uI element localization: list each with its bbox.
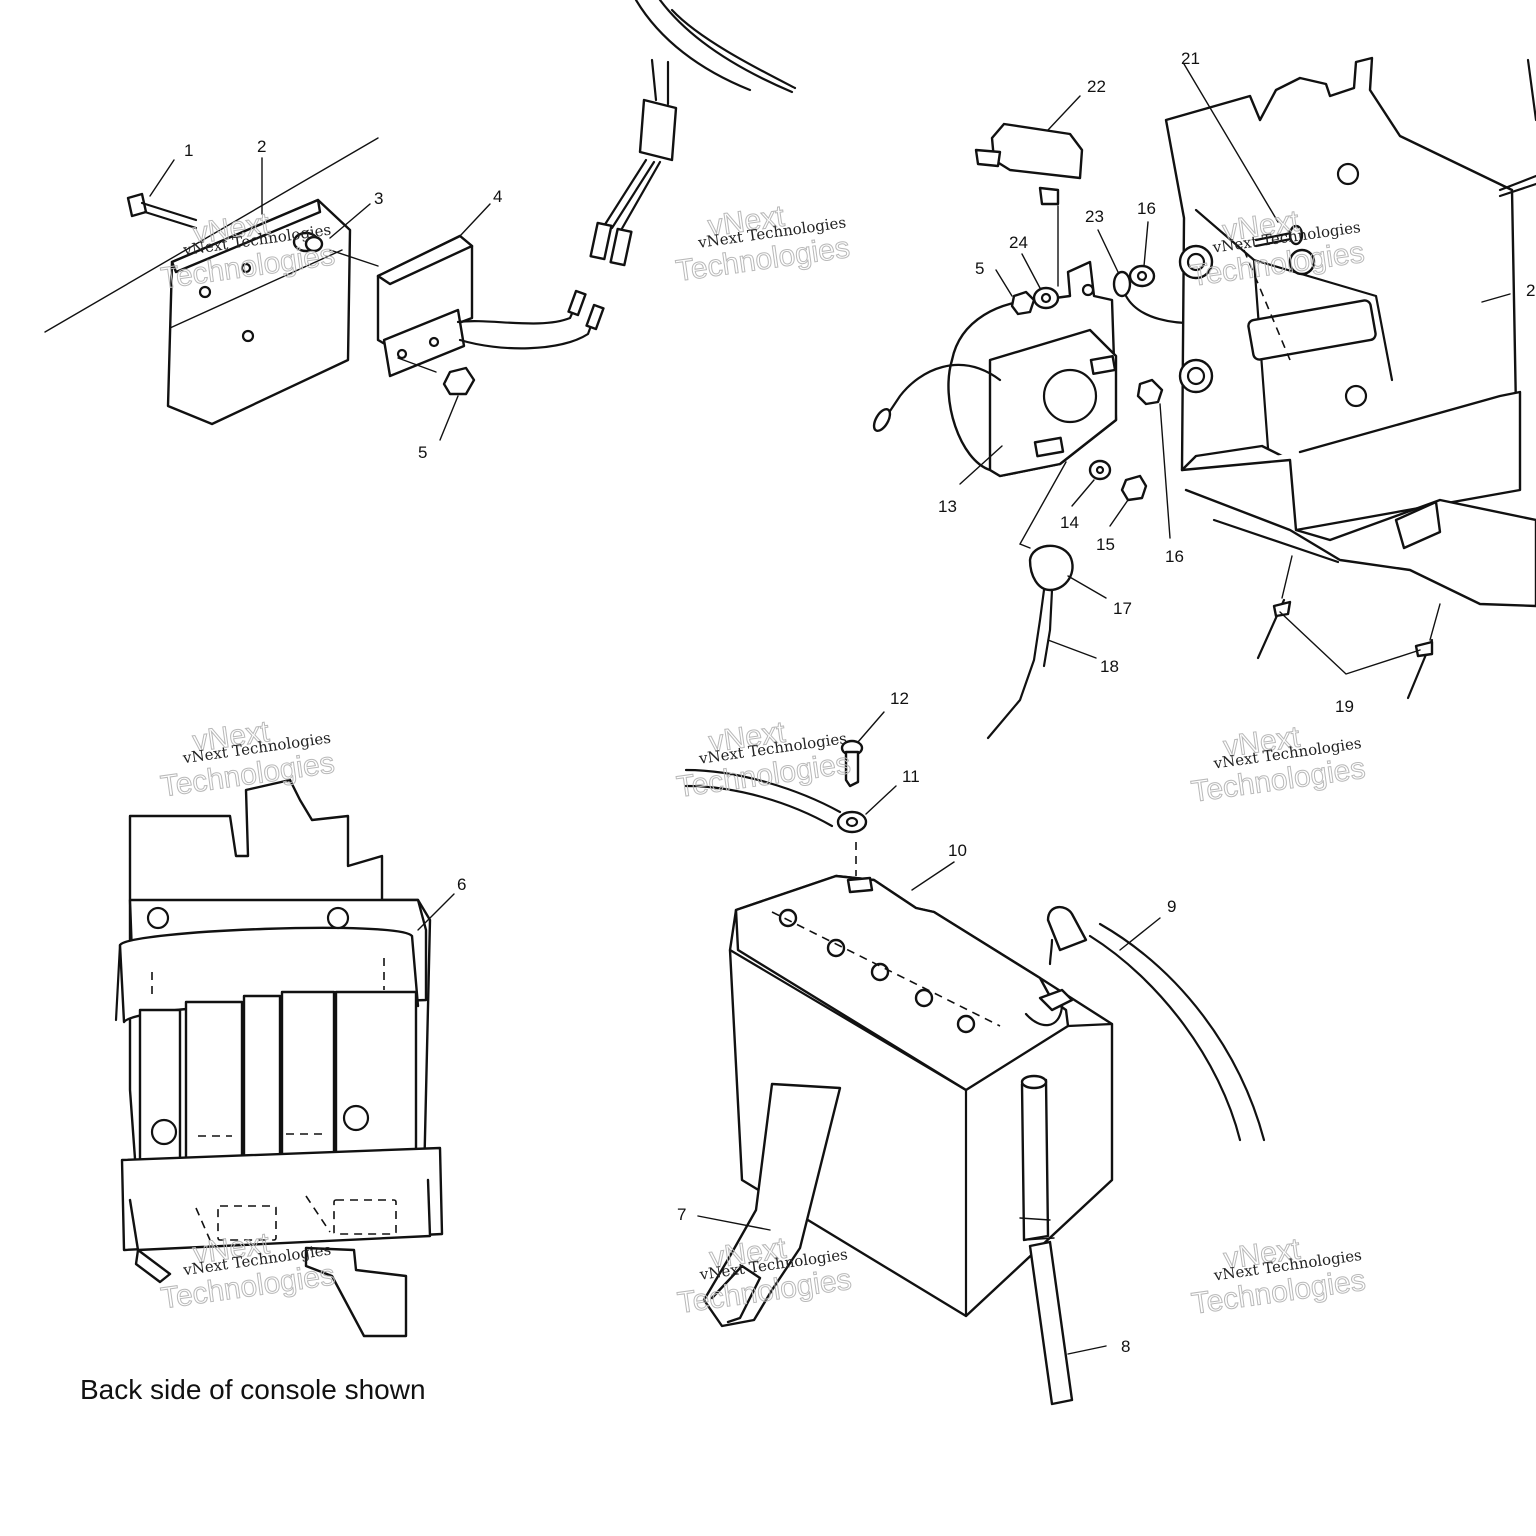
part-10-battery <box>728 874 1114 1318</box>
watermark-top-left: vNext vNext Technologies Technologies <box>158 207 337 296</box>
part-19-rivets <box>1256 555 1441 700</box>
watermark-mid-left: vNext vNext Technologies Technologies <box>158 715 337 804</box>
callout-5-right: 5 <box>975 259 984 278</box>
part-22-cap <box>974 122 1084 287</box>
part-6-tray <box>114 778 444 1338</box>
callout-24: 24 <box>1009 233 1028 252</box>
part-14-lockwasher <box>1088 459 1112 481</box>
console-caption: Back side of console shown <box>80 1374 426 1405</box>
part-13-solenoid <box>872 260 1118 478</box>
callout-17: 17 <box>1113 599 1132 618</box>
part-4-regulator <box>376 234 605 378</box>
callout-12: 12 <box>890 689 909 708</box>
part-12-screw <box>840 739 864 788</box>
callout-18: 18 <box>1100 657 1119 676</box>
watermark-mid-center: vNext vNext Technologies Technologies <box>674 715 853 804</box>
part-3-spacer <box>292 231 379 267</box>
callout-6: 6 <box>457 875 466 894</box>
part-17-18-cable <box>986 461 1074 740</box>
part-2-bracket <box>166 198 352 426</box>
harness-top <box>589 0 797 267</box>
callout-14: 14 <box>1060 513 1079 532</box>
watermark-bottom-right: vNext vNext Technologies Technologies <box>1189 1232 1368 1321</box>
callout-8: 8 <box>1121 1337 1130 1356</box>
mounting-rail-lines <box>44 137 379 333</box>
callout-7: 7 <box>677 1205 686 1224</box>
callout-4: 4 <box>493 187 502 206</box>
part-15-nut <box>1120 474 1148 502</box>
callout-23: 23 <box>1085 207 1104 226</box>
callout-3: 3 <box>374 189 383 208</box>
callout-19: 19 <box>1335 697 1354 716</box>
callout-20: 2 <box>1526 281 1535 300</box>
part-8-vent-tube <box>1019 1074 1074 1406</box>
callout-21: 21 <box>1181 49 1200 68</box>
callout-2: 2 <box>257 137 266 156</box>
part-5-nut-left <box>397 357 476 396</box>
callout-22: 22 <box>1087 77 1106 96</box>
callout-labels: 1 2 3 4 5 22 21 2 23 16 24 5 13 14 15 16… <box>184 49 1535 1356</box>
callout-16-bottom: 16 <box>1165 547 1184 566</box>
part-11-cable-lug <box>684 768 868 876</box>
watermark-bottom-center: vNext vNext Technologies Technologies <box>675 1231 854 1320</box>
part-1-bolt <box>126 192 198 230</box>
callout-11: 11 <box>902 767 920 786</box>
callout-15: 15 <box>1096 535 1115 554</box>
callout-13: 13 <box>938 497 957 516</box>
leader-lines <box>149 63 1511 1355</box>
part-16-washers <box>1128 264 1164 406</box>
part-20-battery-box <box>1164 56 1536 608</box>
watermark-mid-right: vNext vNext Technologies Technologies <box>1189 720 1368 809</box>
part-24-washer <box>1032 286 1060 310</box>
callout-5-left: 5 <box>418 443 427 462</box>
part-7-strap <box>702 1082 842 1328</box>
callout-9: 9 <box>1167 897 1176 916</box>
callout-10: 10 <box>948 841 967 860</box>
part-5-nut-right <box>1010 290 1036 316</box>
callout-1: 1 <box>184 141 193 160</box>
part-21-screw <box>1254 224 1304 248</box>
watermark-top-center: vNext vNext Technologies Technologies <box>673 199 852 288</box>
callout-16-top: 16 <box>1137 199 1156 218</box>
